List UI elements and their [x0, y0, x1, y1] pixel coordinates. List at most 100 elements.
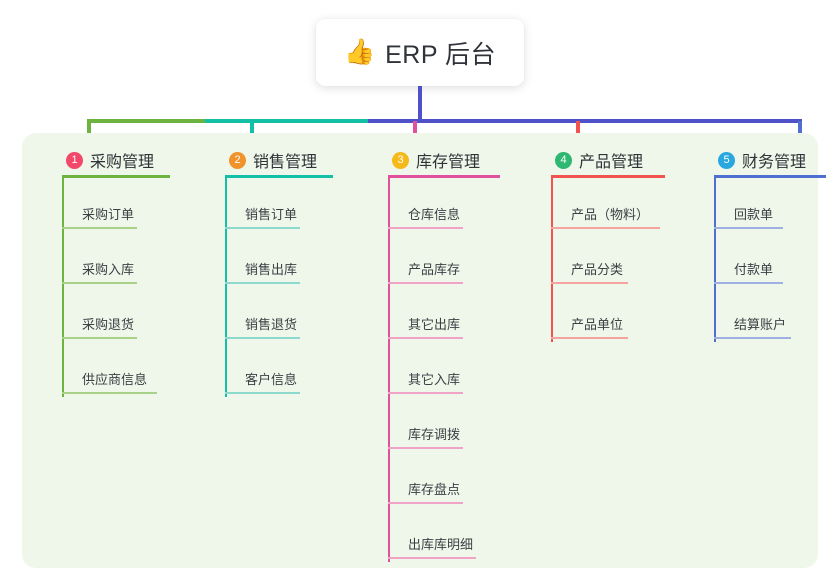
module-spine	[225, 178, 227, 397]
module-header-label: 库存管理	[416, 154, 481, 171]
module-item-label: 采购退货	[82, 317, 135, 332]
module-item-rule	[388, 502, 463, 504]
module-item-rule	[388, 282, 463, 284]
module-spine	[62, 178, 64, 397]
module-header-rule	[225, 175, 333, 178]
bus-segment-blue	[368, 119, 802, 123]
module-item-label: 产品单位	[571, 317, 624, 332]
module-item-rule	[388, 557, 476, 559]
module-item-rule	[388, 337, 463, 339]
module-item[interactable]: 产品库存	[388, 254, 473, 284]
module-item-rule	[714, 282, 783, 284]
module-item-rule	[388, 447, 463, 449]
module-item[interactable]: 客户信息	[225, 364, 310, 394]
module-item[interactable]: 结算账户	[714, 309, 801, 339]
module-header-rule	[62, 175, 170, 178]
module-item-rule	[714, 227, 783, 229]
branch-drop-5	[798, 121, 802, 143]
module-item-label: 回款单	[734, 207, 774, 222]
module-item[interactable]: 产品分类	[551, 254, 638, 284]
module-item-label: 产品分类	[571, 262, 624, 277]
module-header-label: 采购管理	[90, 154, 155, 171]
module-item-label: 客户信息	[245, 372, 298, 387]
module-item-rule	[714, 337, 791, 339]
module-header-rule	[388, 175, 500, 178]
module-item-label: 库存盘点	[408, 482, 461, 497]
modules-card: 1 采购管理采购订单采购入库采购退货供应商信息 2 销售管理销售订单销售出库销售退货客…	[22, 133, 826, 568]
module-item-rule	[62, 227, 137, 229]
module-number-badge: 2	[229, 151, 246, 169]
root-node[interactable]: 👍 ERP 后台	[316, 19, 524, 86]
module-item-label: 付款单	[734, 262, 774, 277]
module-item-rule	[62, 392, 157, 394]
thumbs-up-icon: 👍	[343, 38, 376, 66]
module-item-label: 出库库明细	[408, 537, 474, 552]
root-trunk-connector	[418, 86, 422, 122]
module-item[interactable]: 付款单	[714, 254, 793, 284]
module-spine	[388, 178, 390, 562]
module-header-2[interactable]: 2 销售管理	[225, 145, 317, 175]
module-header-label: 产品管理	[579, 154, 644, 171]
module-header-label: 销售管理	[253, 154, 318, 171]
module-item[interactable]: 库存调拨	[388, 419, 473, 449]
module-item-rule	[225, 282, 300, 284]
module-item[interactable]: 回款单	[714, 199, 793, 229]
module-item-label: 采购订单	[82, 207, 135, 222]
module-item[interactable]: 产品（物料）	[551, 199, 670, 229]
bus-segment-teal	[205, 119, 368, 123]
module-item[interactable]: 销售退货	[225, 309, 310, 339]
module-item-rule	[551, 337, 628, 339]
module-header-3[interactable]: 3 库存管理	[388, 145, 480, 175]
module-number-badge: 4	[555, 151, 572, 169]
module-item-rule	[62, 337, 137, 339]
module-item-label: 仓库信息	[408, 207, 461, 222]
module-item[interactable]: 采购入库	[62, 254, 147, 284]
module-item[interactable]: 库存盘点	[388, 474, 473, 504]
module-item-label: 其它出库	[408, 317, 461, 332]
module-spine	[714, 178, 716, 342]
module-item[interactable]: 其它入库	[388, 364, 473, 394]
module-item-label: 销售订单	[245, 207, 298, 222]
root-title: ERP 后台	[385, 40, 497, 69]
module-item[interactable]: 销售订单	[225, 199, 310, 229]
module-item-label: 产品（物料）	[571, 207, 650, 222]
module-spine	[551, 178, 553, 342]
module-item-label: 其它入库	[408, 372, 461, 387]
module-number-badge: 3	[392, 151, 409, 169]
module-item-rule	[388, 392, 463, 394]
module-item[interactable]: 销售出库	[225, 254, 310, 284]
module-header-5[interactable]: 5 财务管理	[714, 145, 806, 175]
module-item-rule	[225, 337, 300, 339]
module-item-label: 产品库存	[408, 262, 461, 277]
module-item-label: 销售出库	[245, 262, 298, 277]
module-header-label: 财务管理	[742, 154, 807, 171]
module-item-rule	[388, 227, 463, 229]
module-number-badge: 1	[66, 151, 83, 169]
module-item[interactable]: 采购订单	[62, 199, 147, 229]
module-item[interactable]: 其它出库	[388, 309, 473, 339]
module-item-rule	[225, 392, 300, 394]
module-item[interactable]: 供应商信息	[62, 364, 167, 394]
module-item-label: 供应商信息	[82, 372, 148, 387]
branch-drop-4	[576, 121, 580, 143]
module-item-label: 销售退货	[245, 317, 298, 332]
module-header-4[interactable]: 4 产品管理	[551, 145, 643, 175]
module-item-rule	[62, 282, 137, 284]
module-item[interactable]: 产品单位	[551, 309, 638, 339]
branch-drop-2	[250, 121, 254, 143]
module-number-badge: 5	[718, 151, 735, 169]
module-item-rule	[551, 227, 660, 229]
module-header-1[interactable]: 1 采购管理	[62, 145, 154, 175]
module-header-rule	[714, 175, 826, 178]
module-item[interactable]: 仓库信息	[388, 199, 473, 229]
module-item-label: 采购入库	[82, 262, 135, 277]
bus-segment-green	[87, 119, 205, 123]
module-item-label: 结算账户	[734, 317, 787, 332]
module-item-label: 库存调拨	[408, 427, 461, 442]
branch-drop-1	[87, 121, 91, 143]
module-item[interactable]: 出库库明细	[388, 529, 486, 559]
module-item-rule	[551, 282, 628, 284]
module-item[interactable]: 采购退货	[62, 309, 147, 339]
branch-drop-3	[413, 121, 417, 143]
